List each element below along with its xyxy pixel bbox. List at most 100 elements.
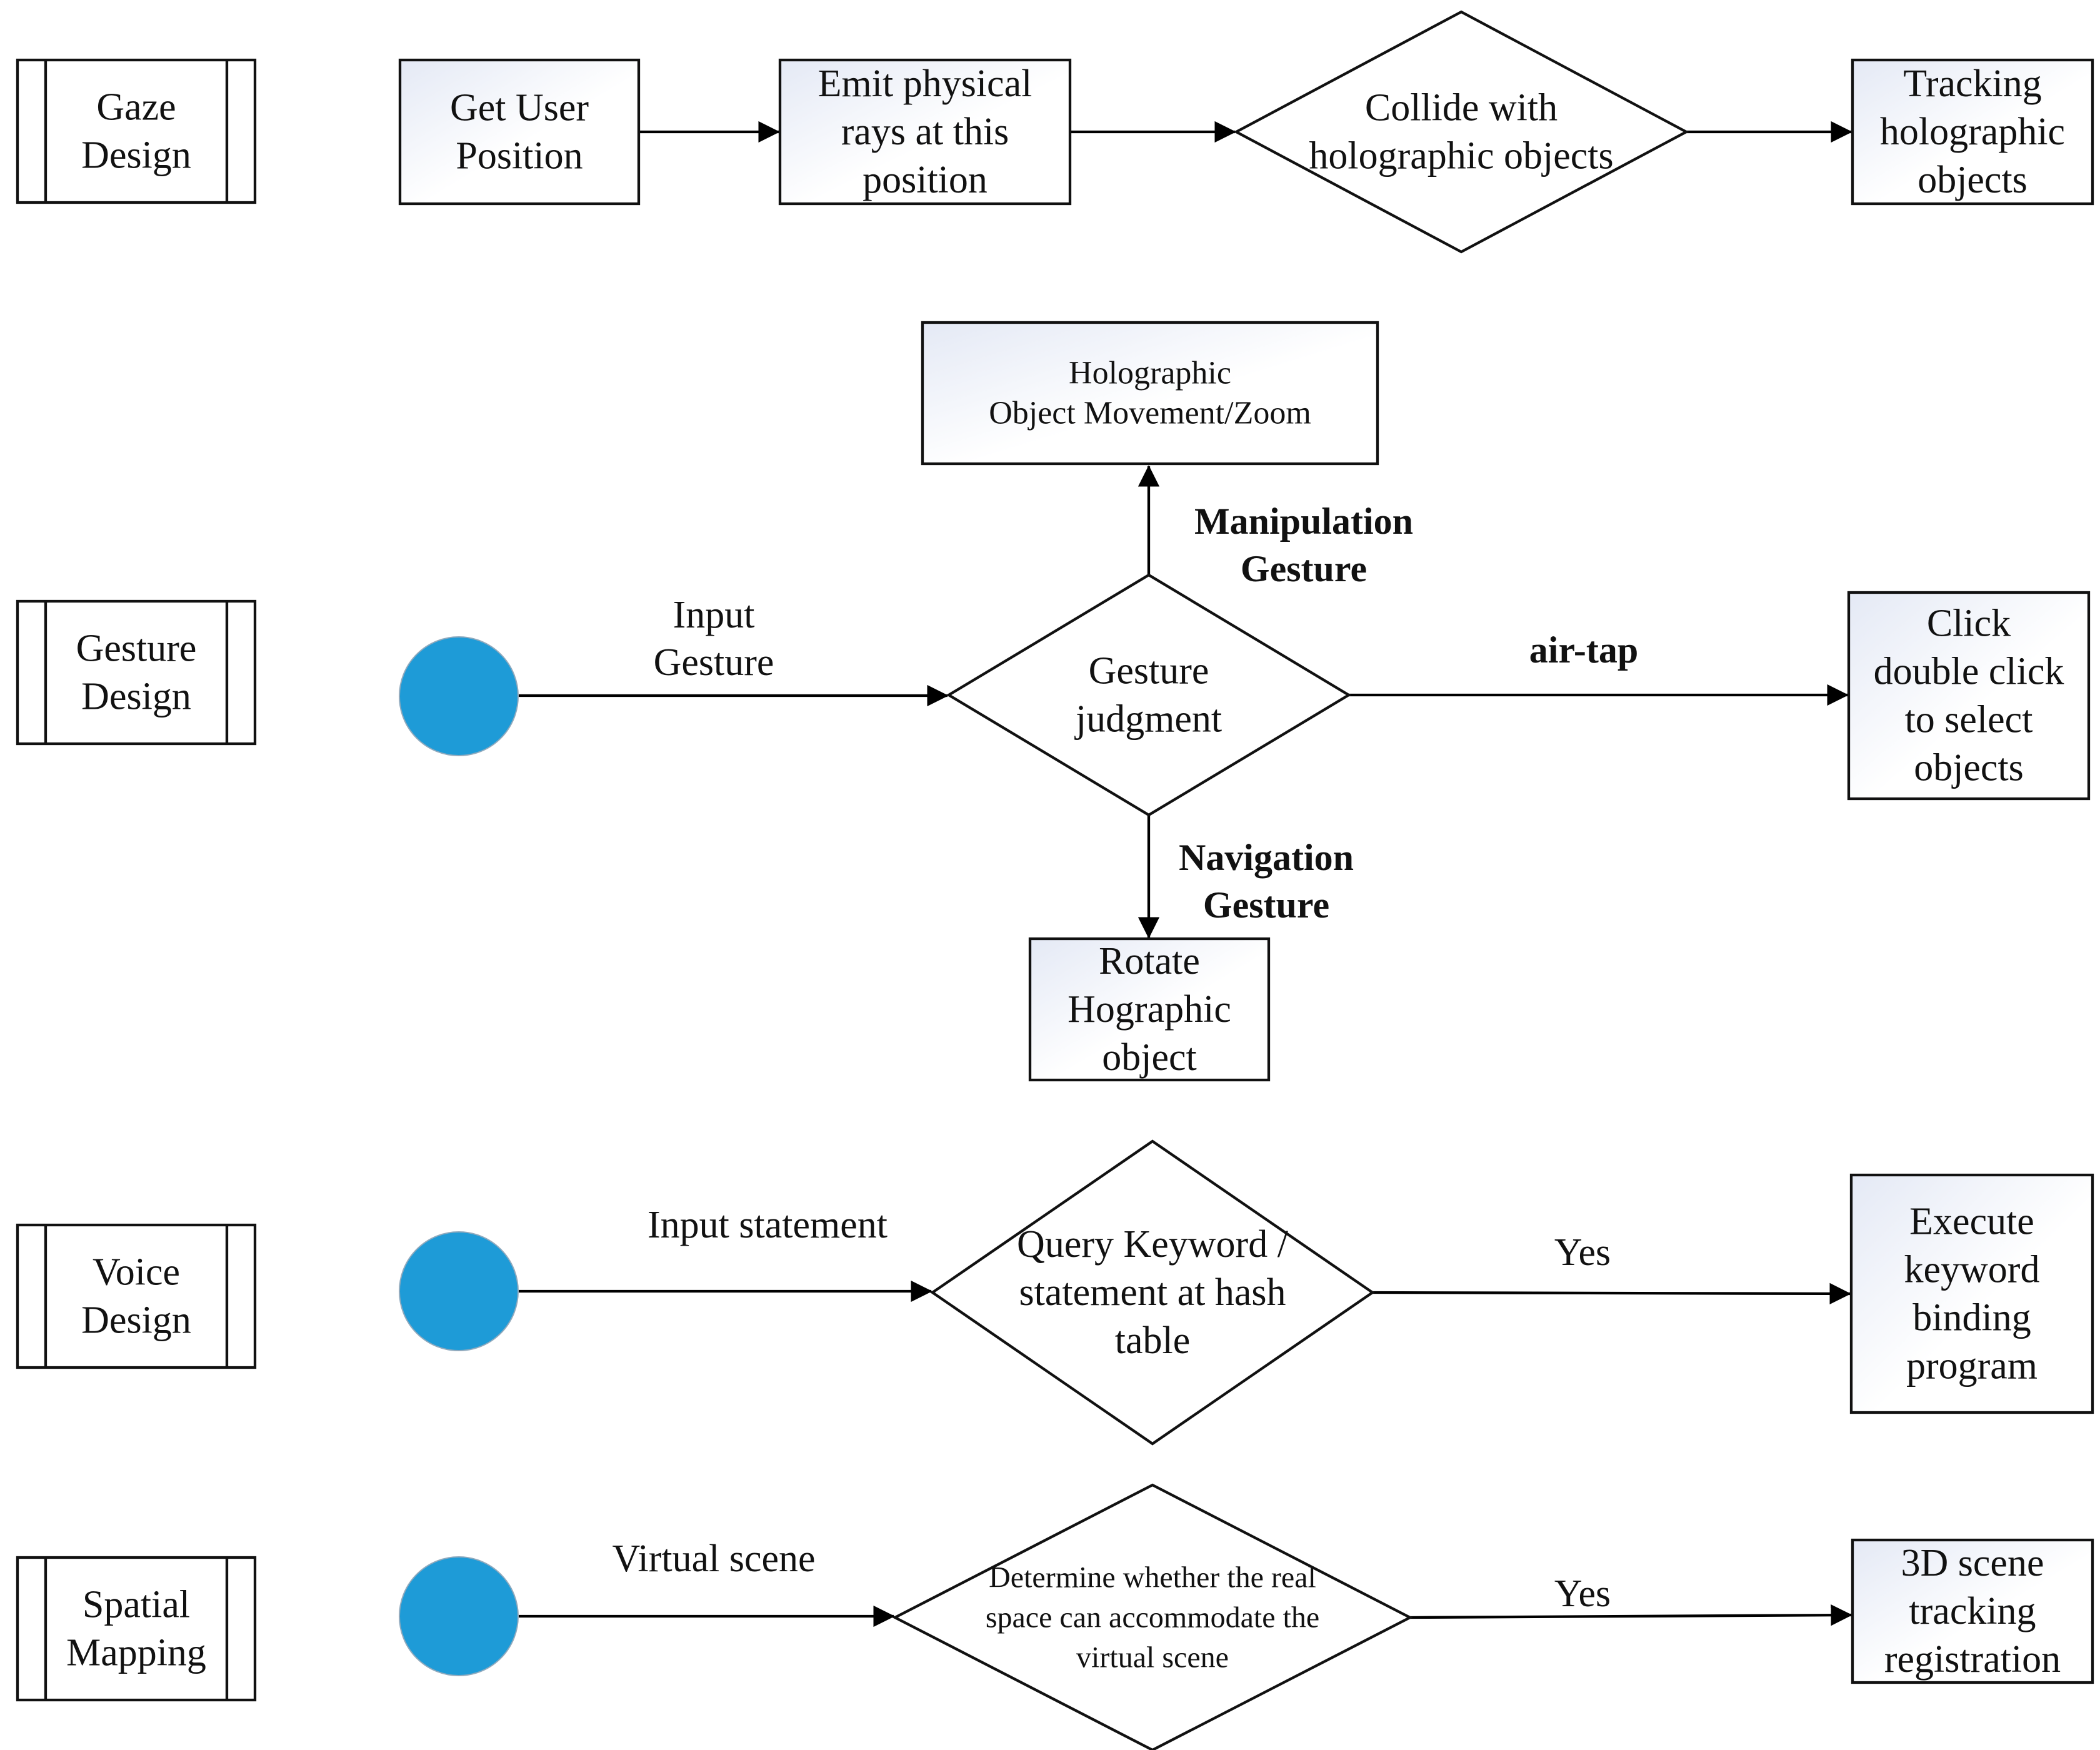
process-box <box>398 58 641 206</box>
lane-label-line: Spatial <box>82 1584 190 1626</box>
node-gesture-judgment: Gesture judgment <box>946 573 1352 817</box>
node-label-line: Gesture <box>1089 650 1209 692</box>
process-box <box>1028 937 1271 1082</box>
start-node-circle <box>399 636 519 756</box>
arrow-connector <box>1409 1604 1852 1626</box>
node-determine-space: Determine whether the real space can acco… <box>892 1483 1413 1750</box>
node-label-line: space can accommodate the <box>986 1601 1319 1634</box>
node-emit-rays: Emit physical rays at this position <box>778 58 1072 206</box>
node-label-line: Get User <box>450 87 589 129</box>
lane-frame <box>16 1556 257 1702</box>
lane-frame <box>16 599 257 746</box>
start-node-circle <box>399 1231 519 1351</box>
node-label-line: Holographic <box>1069 356 1231 391</box>
lane-frame <box>16 1223 257 1369</box>
node-label-line: binding <box>1912 1297 2031 1339</box>
node-label-line: holographic objects <box>1309 135 1613 178</box>
decision-diamond <box>946 573 1352 817</box>
node-label-line: Execute <box>1909 1201 2034 1243</box>
node-label-line: object <box>1102 1036 1197 1079</box>
edge-label-line: Gesture <box>654 641 774 684</box>
edge-label-line: Manipulation <box>1194 501 1413 542</box>
node-label-line: keyword <box>1904 1249 2040 1291</box>
edge-label-line: Gesture <box>1203 884 1329 926</box>
decision-diamond <box>1233 10 1689 254</box>
edge-gesture-judgment-to-click-select: air-tap <box>1349 629 1849 706</box>
lane-label-line: Voice <box>92 1251 180 1294</box>
lane-label-line: Design <box>81 676 191 718</box>
node-label-line: Collide with <box>1365 87 1558 129</box>
decision-diamond <box>930 1139 1375 1446</box>
process-box <box>1849 1173 2094 1414</box>
lane-label-line: Design <box>81 134 191 177</box>
node-label-line: 3D scene <box>1901 1542 2044 1584</box>
edge-label-line: Virtual scene <box>612 1538 815 1580</box>
node-execute-keyword: Execute keyword binding program <box>1849 1173 2094 1414</box>
process-box <box>1851 1538 2094 1684</box>
process-box <box>921 321 1379 466</box>
edge-label-line: Navigation <box>1179 837 1354 878</box>
edge-voice-start-to-query-keyword: Input statement <box>519 1204 932 1302</box>
node-gesture-start <box>399 636 519 756</box>
process-box <box>778 58 1072 206</box>
node-label-line: Emit physical <box>818 62 1032 105</box>
arrow-connector <box>1372 1282 1851 1305</box>
node-label-line: Tracking <box>1903 62 2042 105</box>
edge-label-line: Yes <box>1554 1231 1611 1274</box>
node-label-line: program <box>1906 1345 2038 1388</box>
node-label-line: Hographic <box>1068 988 1231 1031</box>
decision-diamond <box>892 1483 1413 1750</box>
lane-label-line: Gesture <box>76 628 197 670</box>
edge-label-line: Yes <box>1554 1572 1611 1615</box>
node-label-line: judgment <box>1074 698 1222 741</box>
node-label-line: table <box>1115 1319 1191 1362</box>
node-voice-start <box>399 1231 519 1351</box>
node-collide: Collide with holographic objects <box>1233 10 1689 254</box>
node-label-line: Position <box>456 135 582 178</box>
edge-label-line: Input <box>673 594 755 636</box>
process-box <box>1851 58 2094 206</box>
edge-label-line: Gesture <box>1241 548 1367 589</box>
node-label-line: holographic <box>1880 111 2065 153</box>
node-label-line: virtual scene <box>1076 1641 1229 1674</box>
node-label-line: rays at this <box>841 111 1009 153</box>
node-label-line: tracking <box>1909 1590 2036 1632</box>
lane-label-line: Design <box>81 1299 191 1342</box>
lane-label-line: Gaze <box>96 86 176 129</box>
node-label-line: registration <box>1884 1638 2061 1681</box>
node-label-line: objects <box>1918 159 2028 201</box>
node-label-line: Determine whether the real <box>989 1561 1316 1594</box>
node-label-line: Object Movement/Zoom <box>989 396 1311 431</box>
node-spatial-start <box>399 1556 519 1676</box>
process-box <box>1847 591 2091 801</box>
edge-label-line: Input statement <box>648 1204 888 1246</box>
edge-query-keyword-to-execute-keyword: Yes <box>1372 1231 1851 1305</box>
edge-determine-space-to-scene-tracking: Yes <box>1409 1572 1852 1626</box>
node-label-line: position <box>862 159 988 201</box>
node-scene-tracking: 3D scene tracking registration <box>1851 1538 2094 1684</box>
node-label-line: statement at hash <box>1019 1271 1286 1314</box>
node-tracking: Tracking holographic objects <box>1851 58 2094 206</box>
node-label-line: double click <box>1874 651 2064 693</box>
node-label-line: Rotate <box>1099 940 1200 982</box>
lane-label-line: Mapping <box>66 1632 206 1674</box>
lane-frame <box>16 58 257 204</box>
node-label-line: Query Keyword / <box>1017 1223 1289 1266</box>
node-query-keyword: Query Keyword / statement at hash table <box>930 1139 1375 1446</box>
edge-label-line: air-tap <box>1529 629 1638 671</box>
start-node-circle <box>399 1556 519 1676</box>
edge-spatial-start-to-determine-space: Virtual scene <box>519 1538 895 1628</box>
node-label-line: objects <box>1914 747 2024 789</box>
